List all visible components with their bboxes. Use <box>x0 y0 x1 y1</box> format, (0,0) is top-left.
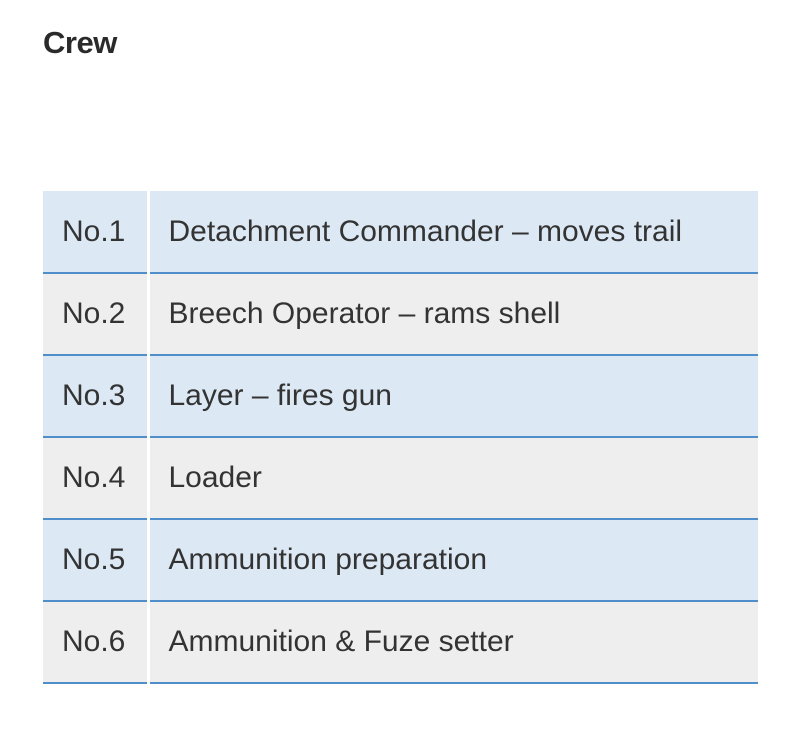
crew-role-cell: Layer – fires gun <box>148 355 758 438</box>
table-row: No.2 Breech Operator – rams shell <box>43 273 758 356</box>
table-row: No.1 Detachment Commander – moves trail <box>43 191 758 274</box>
crew-number-cell: No.6 <box>43 601 150 684</box>
section-heading: Crew <box>43 25 117 60</box>
crew-role-cell: Loader <box>148 437 758 520</box>
crew-number-cell: No.5 <box>43 519 150 602</box>
table-row: No.4 Loader <box>43 437 758 520</box>
crew-number-cell: No.2 <box>43 273 150 356</box>
table-row: No.5 Ammunition preparation <box>43 519 758 602</box>
crew-number-cell: No.1 <box>43 191 150 274</box>
crew-role-cell: Breech Operator – rams shell <box>148 273 758 356</box>
crew-role-cell: Ammunition & Fuze setter <box>148 601 758 684</box>
crew-role-cell: Detachment Commander – moves trail <box>148 191 758 274</box>
table-row: No.3 Layer – fires gun <box>43 355 758 438</box>
crew-number-cell: No.4 <box>43 437 150 520</box>
table-row: No.6 Ammunition & Fuze setter <box>43 601 758 684</box>
crew-number-cell: No.3 <box>43 355 150 438</box>
crew-table: No.1 Detachment Commander – moves trail … <box>43 191 758 684</box>
crew-role-cell: Ammunition preparation <box>148 519 758 602</box>
